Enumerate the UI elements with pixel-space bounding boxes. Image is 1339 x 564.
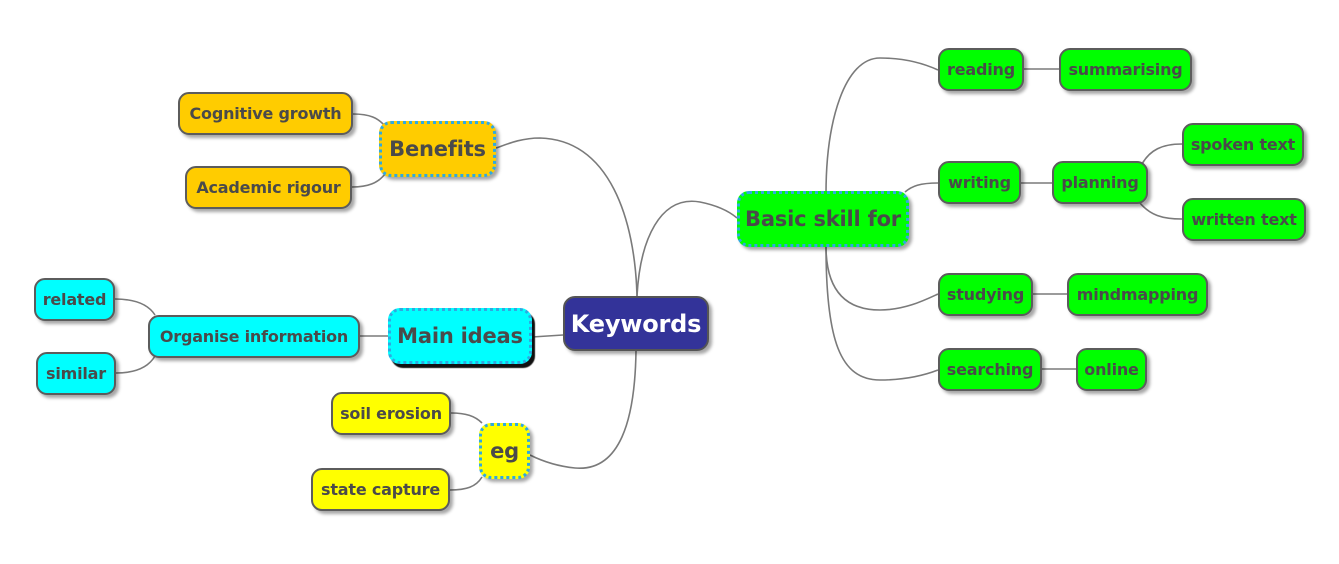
- connector-basic-searching: [825, 245, 939, 381]
- node-eg[interactable]: eg: [479, 423, 530, 479]
- connector-planning-written: [1139, 202, 1183, 220]
- node-related[interactable]: related: [34, 278, 115, 321]
- node-benefits[interactable]: Benefits: [379, 121, 496, 177]
- connector-root-main-ideas: [531, 334, 564, 338]
- node-academic-rigour[interactable]: Academic rigour: [185, 166, 352, 209]
- node-mindmapping[interactable]: mindmapping: [1067, 273, 1208, 316]
- connector-benefits-cognitive: [352, 113, 386, 127]
- node-studying[interactable]: studying: [938, 273, 1033, 316]
- node-organise-information[interactable]: Organise information: [148, 315, 360, 358]
- root-node-keywords[interactable]: Keywords: [563, 296, 709, 351]
- connector-organise-related: [114, 298, 156, 316]
- node-spoken-text[interactable]: spoken text: [1182, 123, 1304, 166]
- node-soil-erosion[interactable]: soil erosion: [331, 392, 451, 435]
- connector-root-basic-skill: [636, 200, 738, 297]
- connector-root-eg: [529, 350, 637, 469]
- node-writing[interactable]: writing: [938, 161, 1021, 204]
- node-summarising[interactable]: summarising: [1059, 48, 1192, 91]
- node-searching[interactable]: searching: [938, 348, 1042, 391]
- node-reading[interactable]: reading: [938, 48, 1024, 91]
- node-basic-skill-for[interactable]: Basic skill for: [737, 191, 909, 247]
- node-planning[interactable]: planning: [1052, 161, 1148, 204]
- node-cognitive-growth[interactable]: Cognitive growth: [178, 92, 353, 135]
- node-state-capture[interactable]: state capture: [311, 468, 450, 511]
- connector-benefits-academic: [351, 173, 386, 188]
- node-similar[interactable]: similar: [36, 352, 116, 395]
- connector-organise-similar: [115, 355, 156, 374]
- connector-root-benefits: [495, 137, 638, 297]
- node-online[interactable]: online: [1076, 348, 1147, 391]
- connector-eg-soil: [450, 412, 483, 424]
- node-written-text[interactable]: written text: [1182, 198, 1306, 241]
- connector-basic-reading: [825, 57, 939, 195]
- connector-basic-writing: [904, 182, 939, 193]
- connector-basic-studying: [825, 245, 939, 311]
- connector-eg-state: [449, 476, 483, 491]
- node-main-ideas[interactable]: Main ideas: [388, 308, 532, 364]
- connector-planning-spoken: [1141, 143, 1183, 165]
